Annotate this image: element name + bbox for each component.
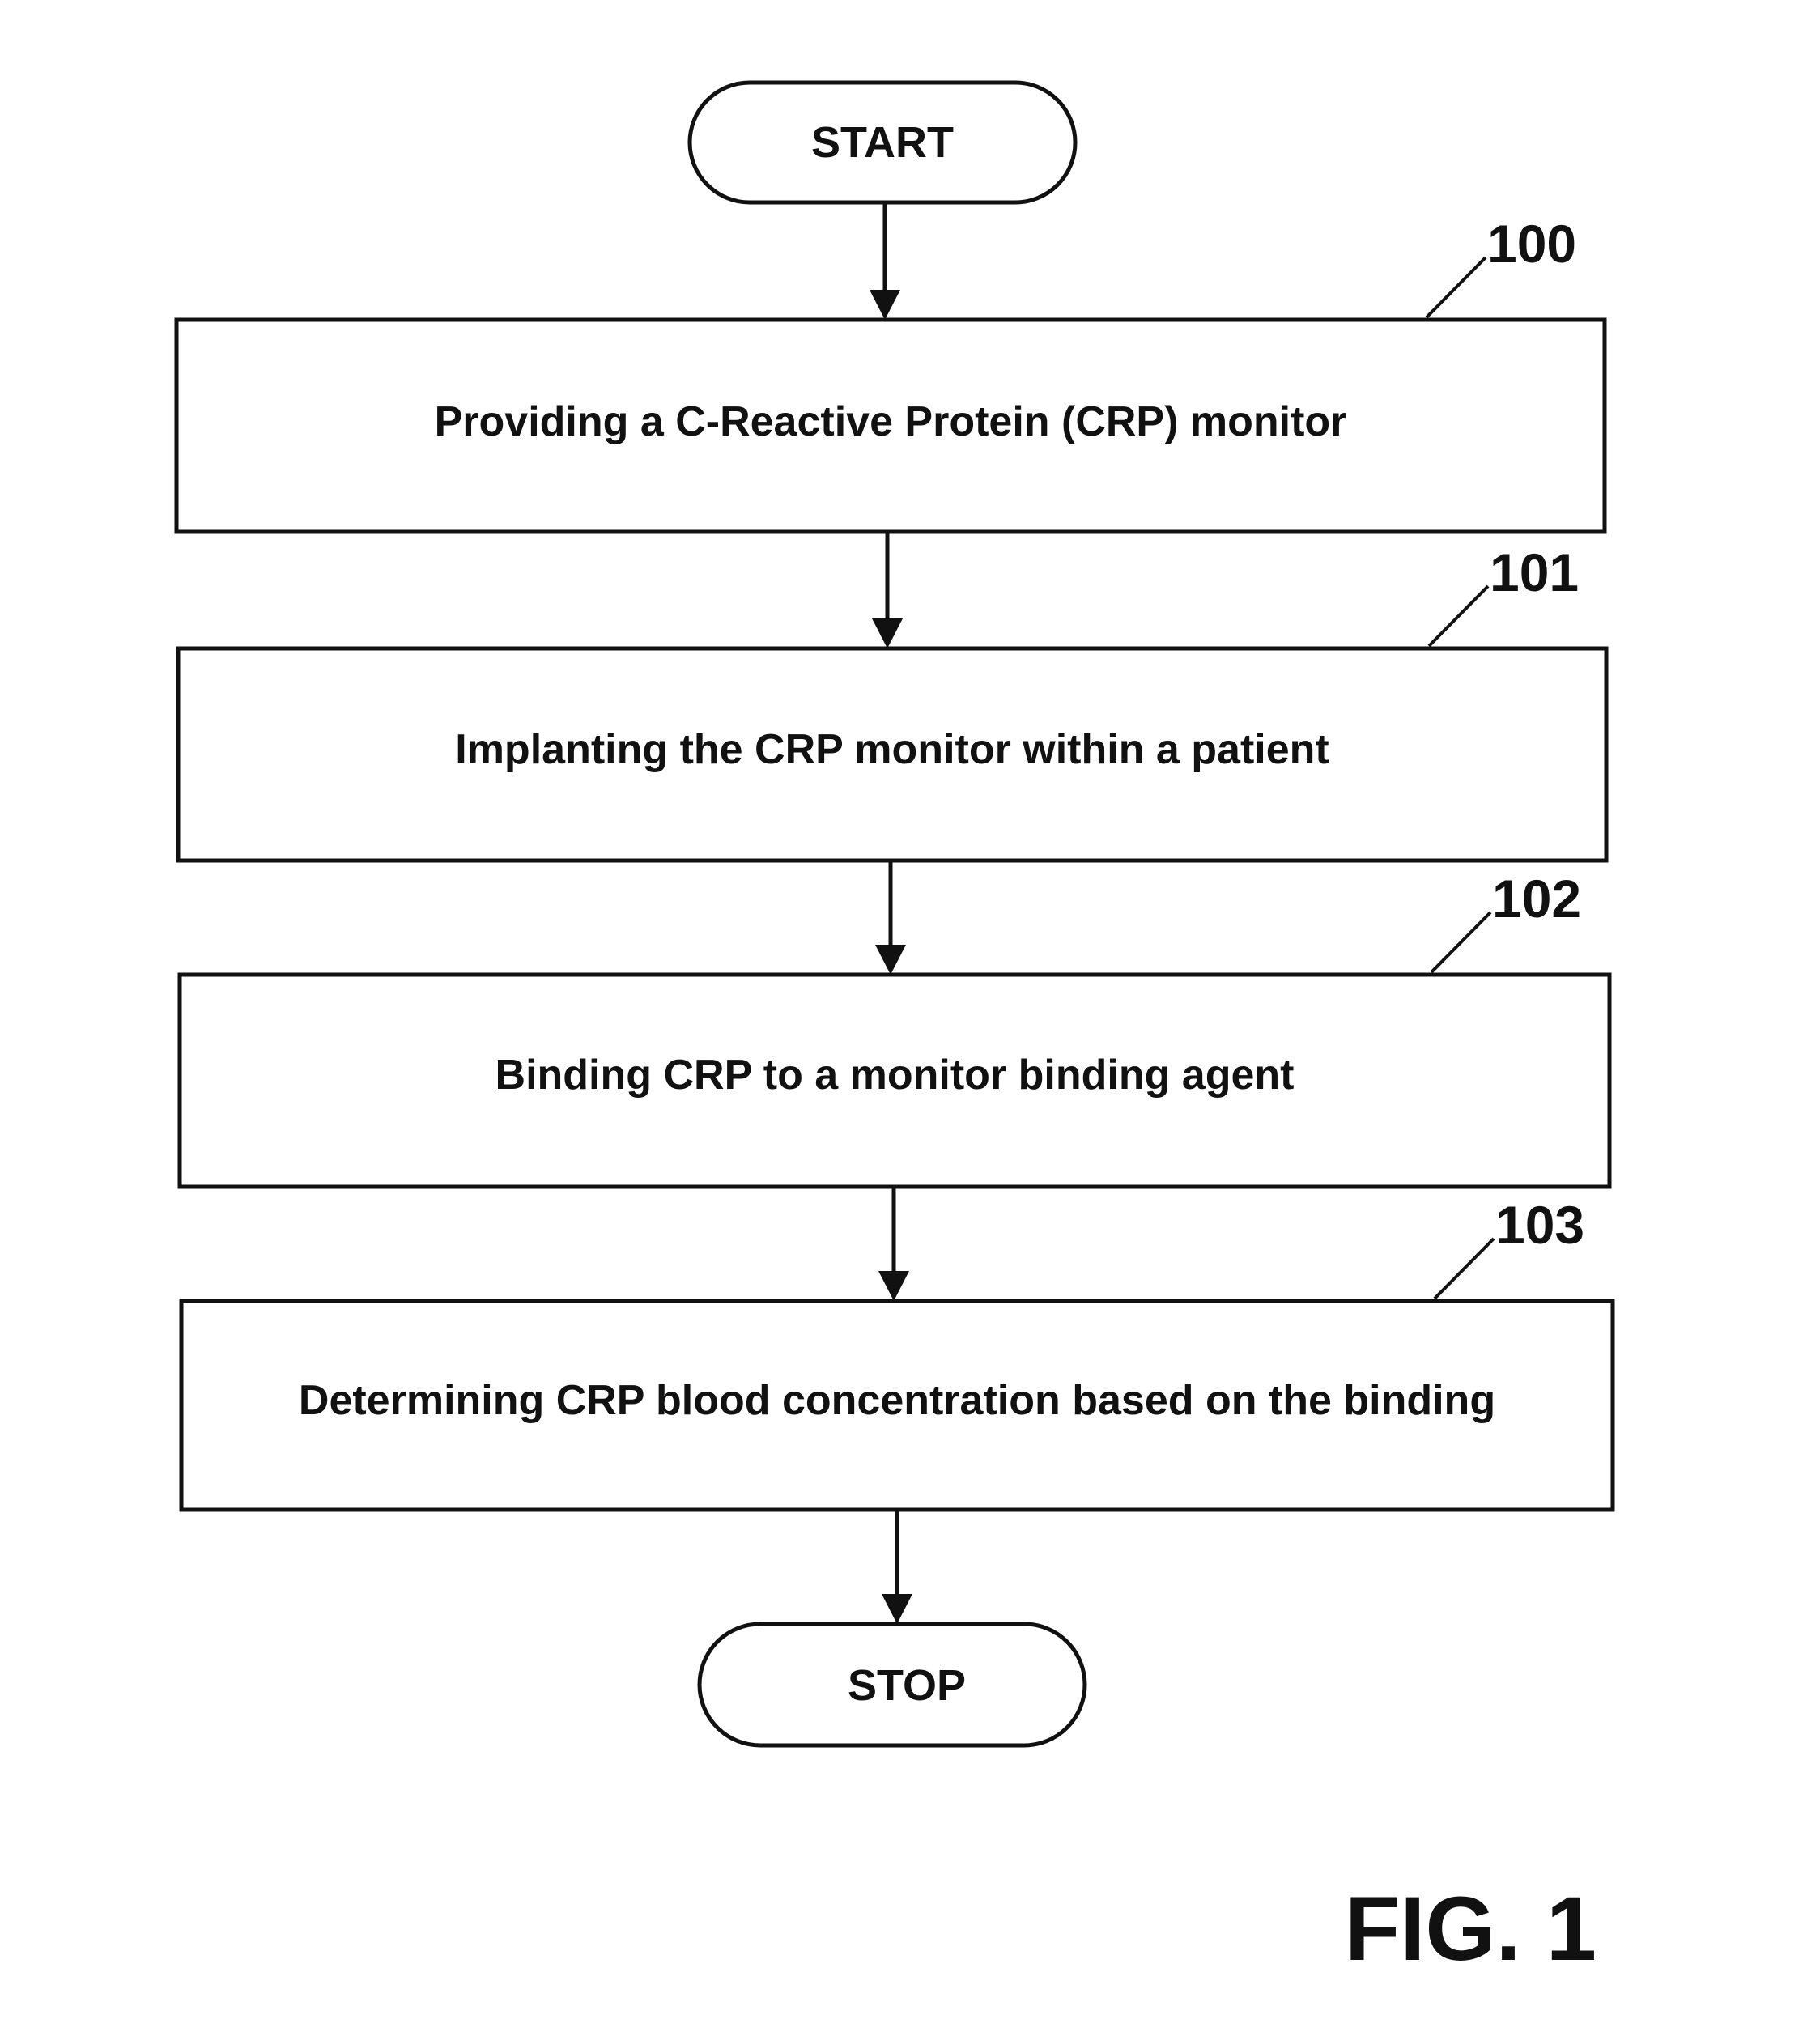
connector-step-103-to-stop	[882, 1510, 912, 1624]
connector-step-100-to-step-101	[872, 532, 903, 648]
stop-label: STOP	[848, 1661, 966, 1710]
step-102-leader-line	[1431, 912, 1490, 972]
arrowhead	[878, 1271, 909, 1301]
start-label: START	[811, 118, 954, 167]
step-100-ref-numeral: 100	[1487, 214, 1576, 274]
step-103-ref-numeral: 103	[1495, 1195, 1584, 1255]
step-101-leader-line	[1429, 586, 1488, 646]
arrowhead	[875, 945, 906, 975]
start-terminal: START	[690, 83, 1075, 202]
step-102: Binding CRP to a monitor binding agent 1…	[180, 869, 1610, 1187]
step-101-text: Implanting the CRP monitor within a pati…	[455, 726, 1329, 773]
arrowhead	[882, 1594, 912, 1624]
connector-step-101-to-step-102	[875, 861, 906, 975]
arrowhead	[870, 290, 900, 320]
step-100-leader-line	[1427, 257, 1486, 317]
connector-step-102-to-step-103	[878, 1187, 909, 1301]
step-102-ref-numeral: 102	[1492, 869, 1581, 929]
connector-start-to-step-100	[870, 202, 900, 320]
step-100: Providing a C-Reactive Protein (CRP) mon…	[176, 214, 1605, 532]
step-101: Implanting the CRP monitor within a pati…	[178, 542, 1606, 861]
step-103-leader-line	[1435, 1239, 1494, 1299]
step-103: Determining CRP blood concentration base…	[181, 1195, 1613, 1510]
step-102-text: Binding CRP to a monitor binding agent	[495, 1052, 1295, 1099]
step-101-ref-numeral: 101	[1490, 542, 1579, 602]
step-100-text: Providing a C-Reactive Protein (CRP) mon…	[435, 398, 1347, 445]
arrowhead	[872, 618, 903, 648]
stop-terminal: STOP	[700, 1624, 1085, 1745]
step-103-text: Determining CRP blood concentration base…	[299, 1377, 1495, 1424]
figure-label: FIG. 1	[1345, 1878, 1597, 1979]
